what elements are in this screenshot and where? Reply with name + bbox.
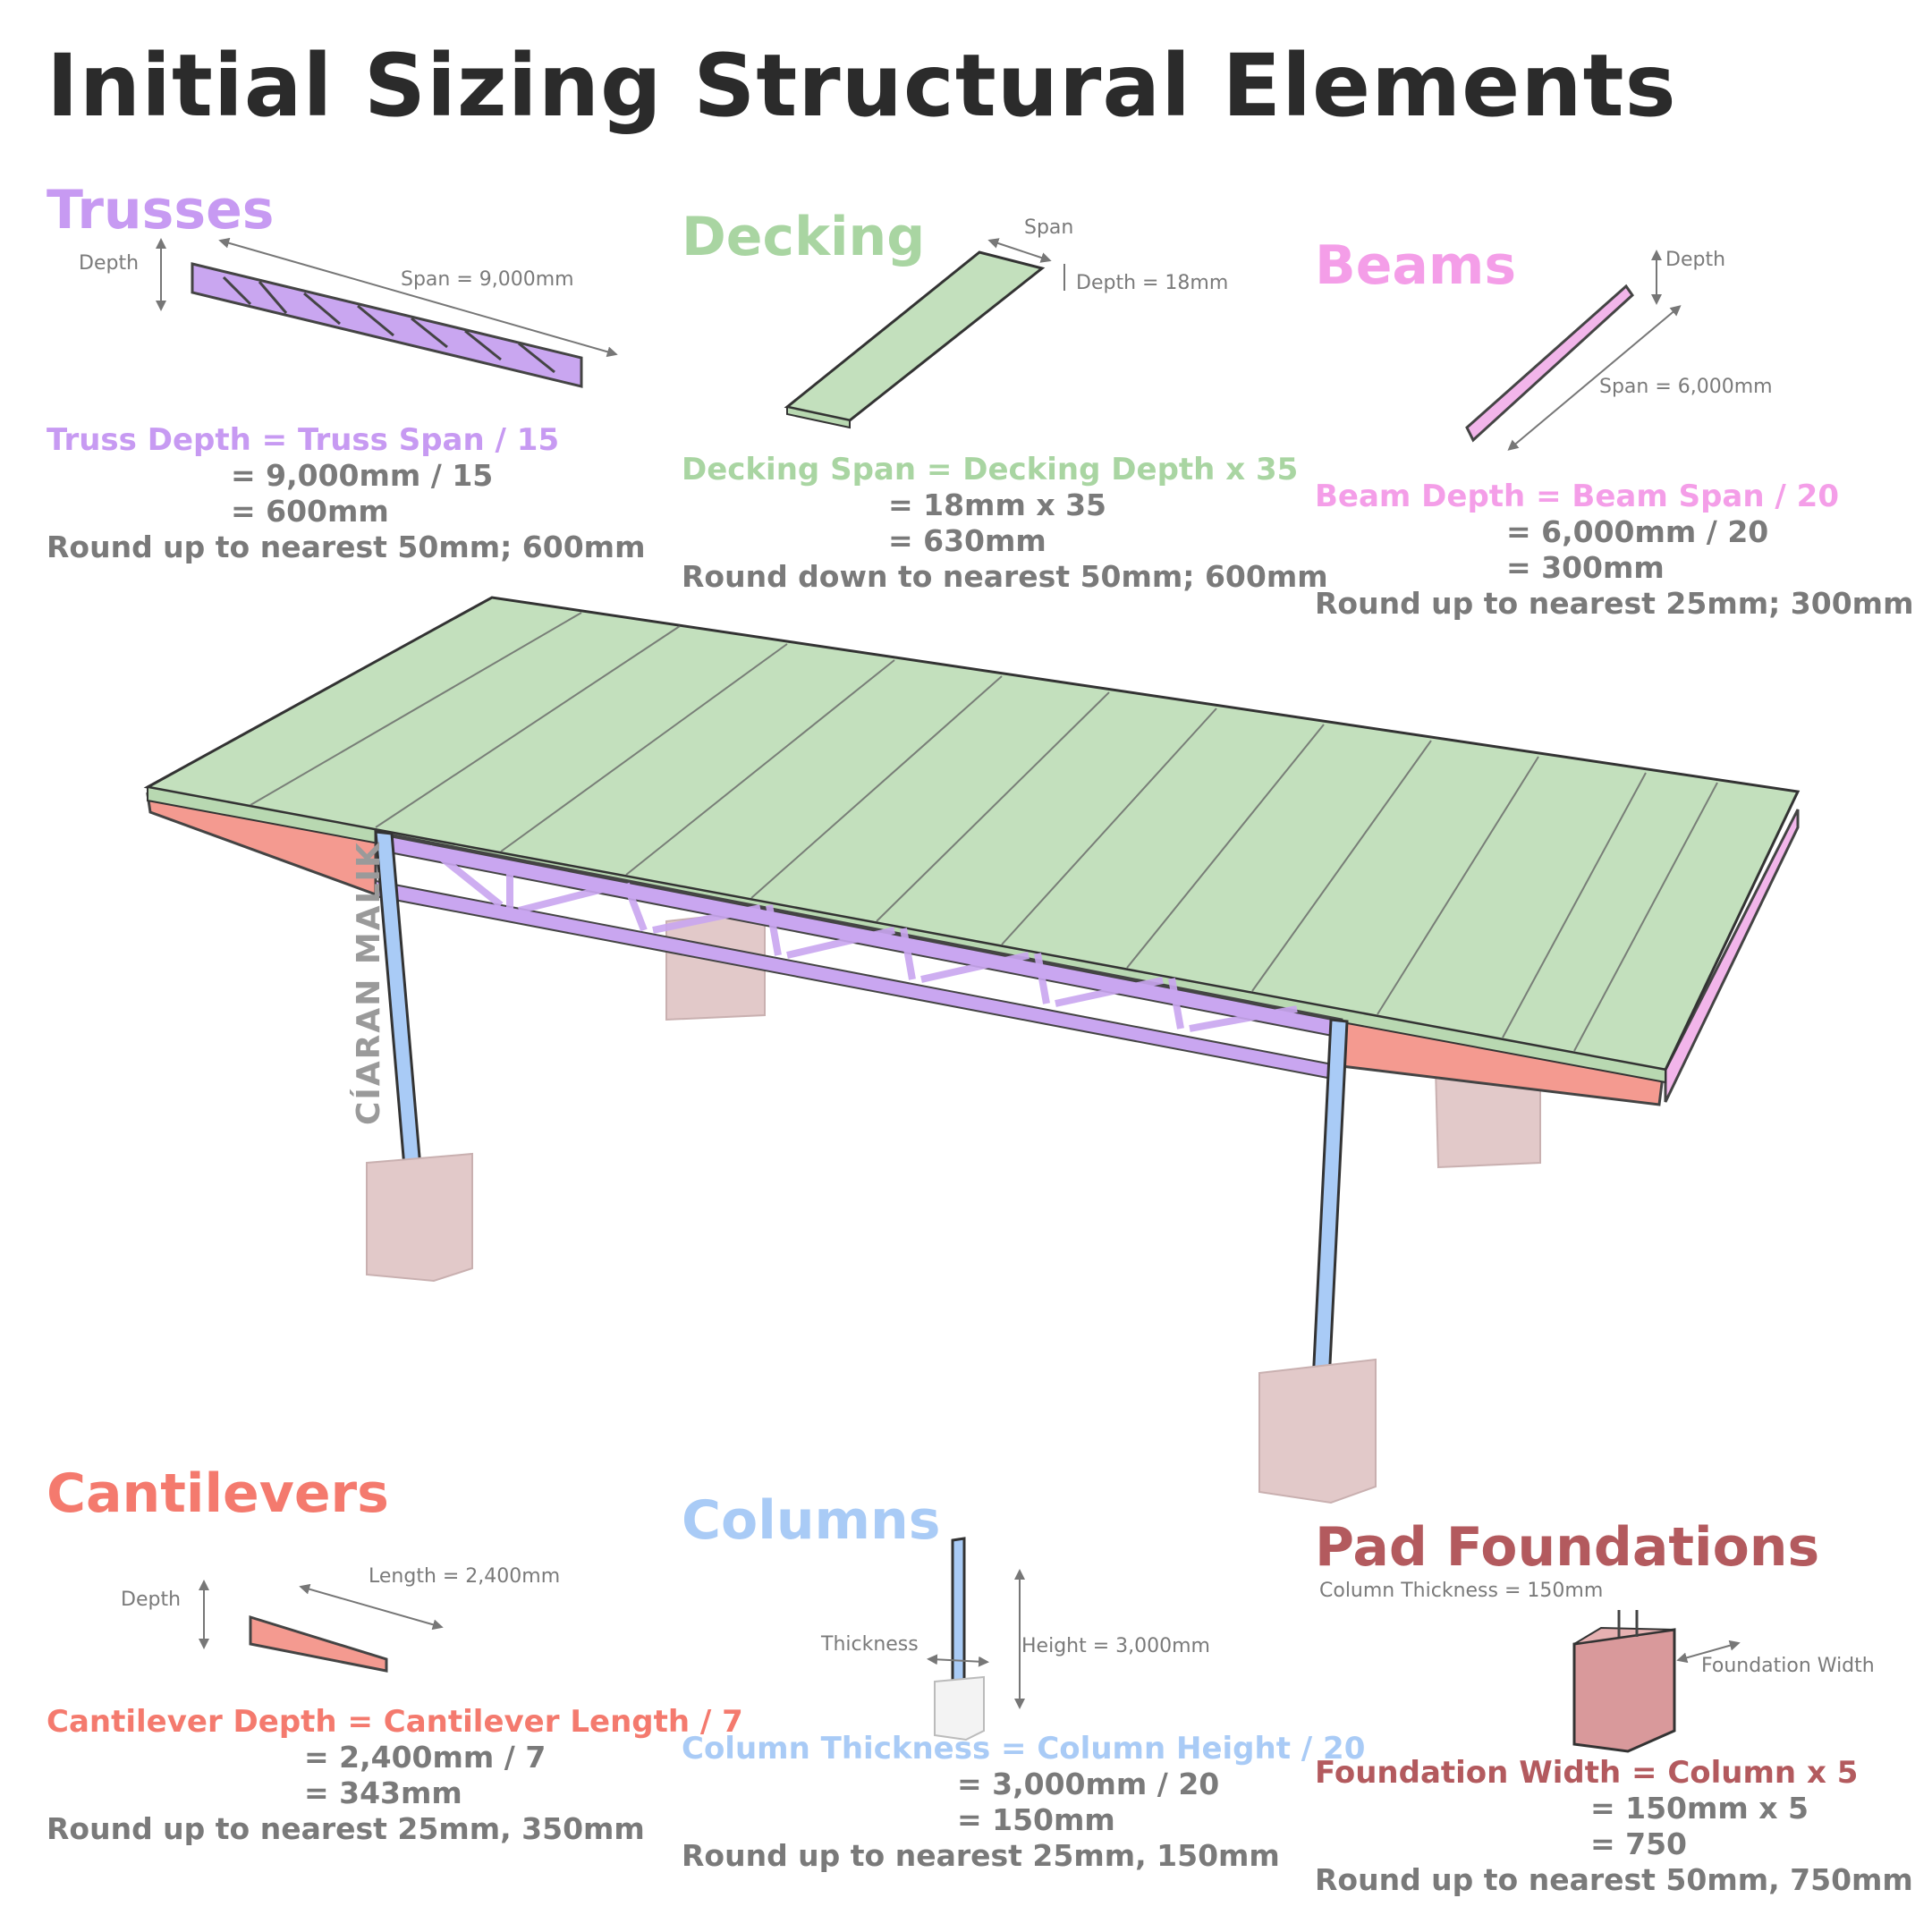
beam-calc-2: = 300mm [1506,550,1665,585]
column-formula: Column Thickness = Column Height / 20 [682,1731,1366,1767]
pad-foundations-heading: Pad Foundations [1315,1516,1820,1579]
cantilever-sketch [199,1580,444,1673]
column-thickness-dim: Thickness [821,1633,919,1656]
front-pad-foundation-left [366,1152,473,1283]
truss-sketch [156,237,618,388]
pad-column-thickness-dim: Column Thickness = 150mm [1319,1580,1604,1602]
trusses-heading: Trusses [47,179,275,242]
decking-note: Round down to nearest 50mm; 600mm [682,559,1328,594]
column-note: Round up to nearest 25mm, 150mm [682,1838,1280,1873]
pad-foundation-note: Round up to nearest 50mm, 750mm [1315,1862,1913,1897]
cantilever-length-dim: Length = 2,400mm [369,1565,561,1588]
cantilever-calc-2: = 343mm [304,1775,462,1810]
front-pad-foundation-right [1258,1358,1377,1504]
cantilever-note: Round up to nearest 25mm, 350mm [47,1811,645,1846]
truss-span-dim: Span = 9,000mm [401,268,574,291]
cantilever-formula: Cantilever Depth = Cantilever Length / 7 [47,1704,743,1740]
decking-depth-dim: Depth = 18mm [1076,272,1229,294]
truss-formula: Truss Depth = Truss Span / 15 [47,422,560,458]
pad-foundation-formula: Foundation Width = Column x 5 [1315,1755,1859,1791]
beam-span-dim: Span = 6,000mm [1599,376,1773,398]
beam-calc-1: = 6,000mm / 20 [1506,514,1769,549]
decking-sketch [784,238,1065,429]
front-truss [374,830,1343,1082]
page-title: Initial Sizing Structural Elements [47,36,1677,136]
pad-foundation-calc-1: = 150mm x 5 [1590,1791,1809,1826]
columns-heading: Columns [682,1489,941,1552]
cantilever-calc-1: = 2,400mm / 7 [304,1740,547,1775]
truss-calc-1: = 9,000mm / 15 [231,458,494,493]
beam-note: Round up to nearest 25mm; 300mm [1315,586,1914,621]
main-structure-drawing [143,596,1801,1504]
beam-formula: Beam Depth = Beam Span / 20 [1315,479,1839,514]
side-beam-right [1664,809,1800,1103]
foundation-width-dim: Foundation Width [1701,1655,1875,1677]
column-height-dim: Height = 3,000mm [1021,1635,1210,1657]
decking-formula: Decking Span = Decking Depth x 35 [682,452,1299,487]
pad-foundation-sketch [1572,1610,1741,1753]
column-sketch [927,1537,1025,1741]
truss-calc-2: = 600mm [231,494,389,529]
cantilevers-heading: Cantilevers [47,1462,389,1525]
beam-sketch [1465,250,1682,451]
column-calc-1: = 3,000mm / 20 [957,1767,1220,1801]
beams-heading: Beams [1315,234,1517,297]
author-watermark: CÍARAN MALIK [351,841,387,1125]
decking-heading: Decking [682,206,926,268]
truss-note: Round up to nearest 50mm; 600mm [47,530,646,564]
beam-depth-dim: Depth [1665,249,1726,271]
truss-depth-dim: Depth [79,252,140,275]
pad-foundation-calc-2: = 750 [1590,1826,1688,1861]
decking-span-dim: Span [1024,216,1074,239]
cantilever-depth-dim: Depth [121,1589,182,1611]
column-calc-2: = 150mm [957,1802,1115,1837]
decking-calc-2: = 630mm [888,523,1046,558]
decking-calc-1: = 18mm x 35 [888,487,1107,522]
